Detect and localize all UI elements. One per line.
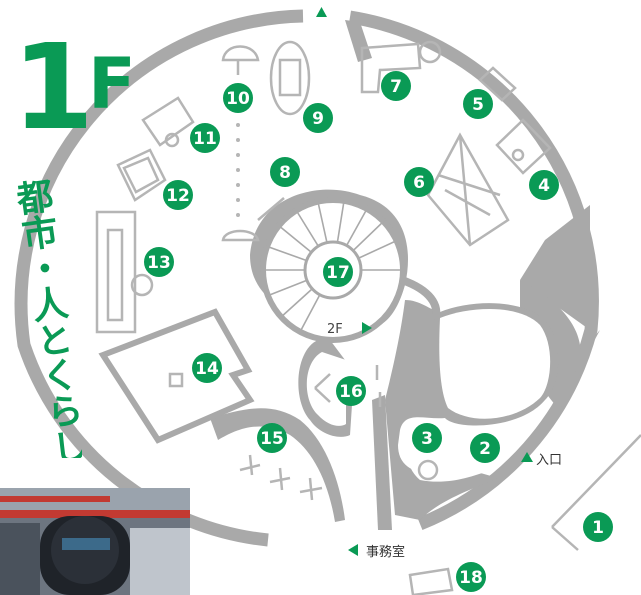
exhibit-marker-label-17: 17 <box>326 263 350 283</box>
exhibit-marker-4[interactable] <box>529 170 559 200</box>
triangle-right-icon <box>362 322 372 334</box>
exhibit-marker-label-16: 16 <box>339 382 363 402</box>
floor-letter: F <box>88 43 136 125</box>
exhibit-marker-15[interactable] <box>257 423 287 453</box>
exhibit-marker-label-2: 2 <box>479 439 491 459</box>
exhibit-marker-18[interactable] <box>456 562 486 592</box>
room-16-floor <box>306 352 346 426</box>
entrance-label: 入口 <box>536 453 562 468</box>
exhibit-marker-16[interactable] <box>336 376 366 406</box>
office-label: 事務室 <box>366 544 405 560</box>
upstairs-label: 2F <box>327 322 343 337</box>
entrance-hall-floor <box>439 309 551 419</box>
entrance-arrow-icon <box>521 452 533 462</box>
floor-number: 1 <box>12 18 94 156</box>
theme-title: 都市・人とくらし <box>9 158 92 467</box>
room-14 <box>98 308 255 444</box>
exhibit-marker-label-11: 11 <box>193 129 217 149</box>
exhibit-marker-label-14: 14 <box>195 359 219 379</box>
exhibit-marker-label-7: 7 <box>390 77 402 97</box>
dotted-path <box>236 123 240 217</box>
exhibit-marker-label-5: 5 <box>472 95 484 115</box>
triangle-left-icon <box>348 544 358 556</box>
exhibit-marker-label-1: 1 <box>592 518 604 538</box>
exhibit-marker-14[interactable] <box>192 353 222 383</box>
exhibit-marker-9[interactable] <box>303 103 333 133</box>
theme-title-text: 都市・人とくらし <box>12 176 82 458</box>
exhibit-marker-5[interactable] <box>463 89 493 119</box>
exhibit-marker-label-13: 13 <box>147 253 171 273</box>
locomotive-photo <box>0 488 190 595</box>
equipment-drawings <box>95 40 641 595</box>
exhibit-marker-label-12: 12 <box>166 186 190 206</box>
exhibit-marker-17[interactable] <box>321 255 355 289</box>
exhibit-marker-3[interactable] <box>412 423 442 453</box>
exhibit-marker-label-3: 3 <box>421 429 433 449</box>
central-divider <box>372 395 392 530</box>
exhibit-marker-6[interactable] <box>404 167 434 197</box>
room-15-wall <box>210 408 345 522</box>
exhibit-marker-label-18: 18 <box>459 568 483 588</box>
exhibit-marker-11[interactable] <box>190 123 220 153</box>
exhibit-marker-10[interactable] <box>223 83 253 113</box>
exhibit-marker-label-8: 8 <box>279 163 291 183</box>
exhibit-marker-13[interactable] <box>144 247 174 277</box>
gray-wedge <box>520 205 590 330</box>
exhibit-marker-2[interactable] <box>470 433 500 463</box>
exhibit-marker-label-6: 6 <box>413 173 425 193</box>
triangle-up-icon <box>316 7 327 17</box>
exhibit-marker-label-9: 9 <box>312 109 324 129</box>
exhibit-marker-label-10: 10 <box>226 89 250 109</box>
exhibit-marker-label-15: 15 <box>260 429 284 449</box>
exhibit-marker-label-4: 4 <box>538 176 550 196</box>
exhibit-marker-7[interactable] <box>381 71 411 101</box>
north-partition <box>345 20 372 62</box>
exhibit-marker-12[interactable] <box>163 180 193 210</box>
exhibit-marker-1[interactable] <box>583 512 613 542</box>
exhibit-marker-8[interactable] <box>270 157 300 187</box>
